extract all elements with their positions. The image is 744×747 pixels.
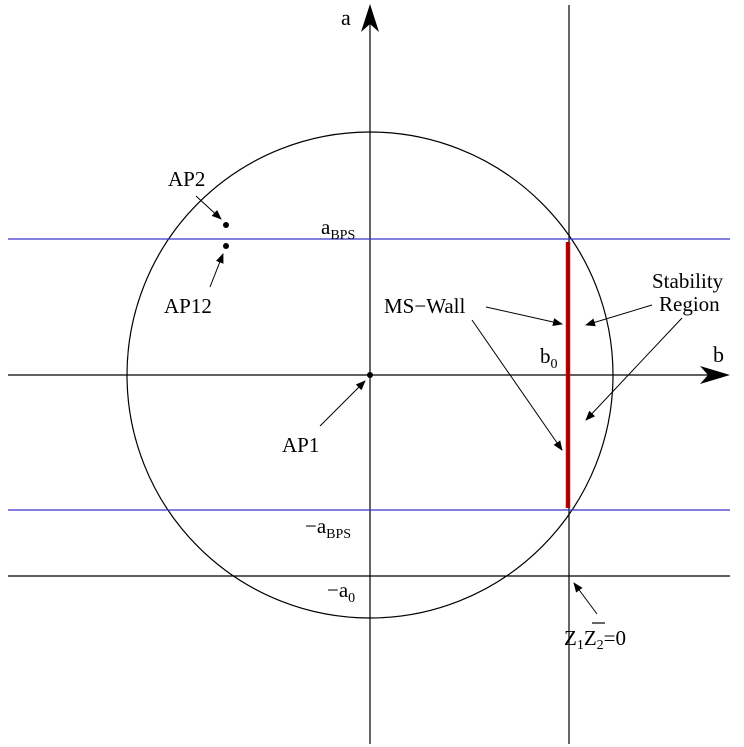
stability-label-line2: Region xyxy=(659,292,720,316)
a-axis-arrowhead xyxy=(361,4,379,32)
z-condition-label: Z1Z2=0 xyxy=(564,626,626,653)
b0-label: b0 xyxy=(540,344,558,372)
neg-a-bps-main: −a xyxy=(305,514,327,538)
ap12-arrow xyxy=(209,253,224,288)
stability-label-line1: Stability xyxy=(652,269,724,293)
ap12-point xyxy=(223,243,229,249)
b0-main: b xyxy=(540,344,551,368)
z1-letter: Z xyxy=(564,626,577,650)
axis-a-label: a xyxy=(341,5,351,30)
ap1-label: AP1 xyxy=(282,433,319,457)
ms-wall-arrow-lower xyxy=(471,319,563,451)
z2-letter: Z xyxy=(584,626,597,650)
neg-a-bps-label: −aBPS xyxy=(305,514,351,542)
ap1-arrow xyxy=(319,380,366,427)
ap1-point xyxy=(367,372,373,378)
ap2-label: AP2 xyxy=(168,167,205,191)
z2-subscript: 2 xyxy=(597,638,604,653)
b0-sub: 0 xyxy=(551,357,558,372)
neg-a0-label: −a0 xyxy=(327,578,355,606)
a-bps-label: aBPS xyxy=(321,215,355,243)
neg-a0-sub: 0 xyxy=(348,591,355,606)
a-bps-sub: BPS xyxy=(330,228,355,243)
neg-a-bps-sub: BPS xyxy=(326,527,351,542)
a-bps-main: a xyxy=(321,215,331,239)
ap12-label: AP12 xyxy=(164,294,212,318)
axis-b-label: b xyxy=(713,342,724,367)
stability-arrow-upper xyxy=(585,304,653,327)
ms-wall-label: MS−Wall xyxy=(384,294,465,318)
b-axis-arrowhead xyxy=(700,366,730,384)
ap2-point xyxy=(223,222,229,228)
stability-arrow-lower xyxy=(585,317,683,421)
ap2-arrow xyxy=(195,195,222,220)
ms-wall-arrow-upper xyxy=(485,306,563,326)
z-condition-arrow xyxy=(573,582,598,615)
z1-subscript: 1 xyxy=(577,638,584,653)
z-condition-equals: =0 xyxy=(604,626,626,650)
neg-a0-main: −a xyxy=(327,578,349,602)
